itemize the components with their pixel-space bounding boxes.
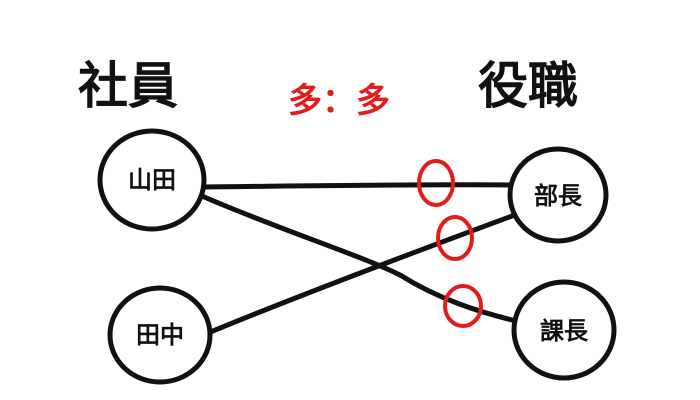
node-bucho: 部長 [507, 146, 609, 244]
edge-yamada-bucho [199, 182, 513, 190]
cardinality-marker [417, 159, 455, 207]
cardinality-marker [436, 215, 474, 261]
node-label-tanaka: 田中 [136, 321, 184, 349]
node-kacho: 課長 [511, 279, 617, 381]
node-label-bucho: 部長 [534, 182, 583, 210]
node-label-yamada: 山田 [128, 166, 176, 194]
relation-label: 多：多 [288, 81, 390, 121]
node-yamada: 山田 [97, 128, 207, 232]
node-tanaka: 田中 [107, 285, 213, 385]
employee-title: 社員 [78, 57, 178, 115]
edge-yamada-kacho [199, 193, 515, 323]
node-label-kacho: 課長 [540, 317, 589, 345]
cardinality-marker [443, 284, 483, 328]
edge-tanaka-bucho [205, 213, 515, 336]
position-title: 役職 [478, 57, 578, 115]
